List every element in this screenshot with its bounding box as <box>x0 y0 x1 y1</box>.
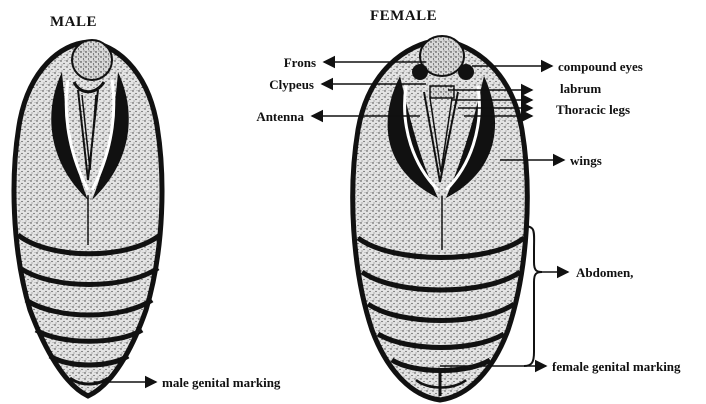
female-title: FEMALE <box>370 8 437 24</box>
male-pupa <box>14 40 162 396</box>
clypeus-label: Clypeus <box>269 77 314 92</box>
compound-eyes-label: compound eyes <box>558 59 643 74</box>
male-title: MALE <box>50 14 97 30</box>
labrum-label: labrum <box>560 81 601 96</box>
thoracic-legs-label: Thoracic legs <box>556 102 630 117</box>
female-compound-eye-left <box>412 64 428 80</box>
antenna-label: Antenna <box>256 109 304 124</box>
male-genital-marking-label: male genital marking <box>162 375 281 390</box>
wings-label: wings <box>570 153 602 168</box>
female-genital-marking-label: female genital marking <box>552 359 681 374</box>
female-labrum <box>430 86 454 98</box>
frons-label: Frons <box>284 55 316 70</box>
male-head <box>72 40 112 80</box>
female-compound-eye-right <box>458 64 474 80</box>
abdomen-label: Abdomen, <box>576 265 633 280</box>
